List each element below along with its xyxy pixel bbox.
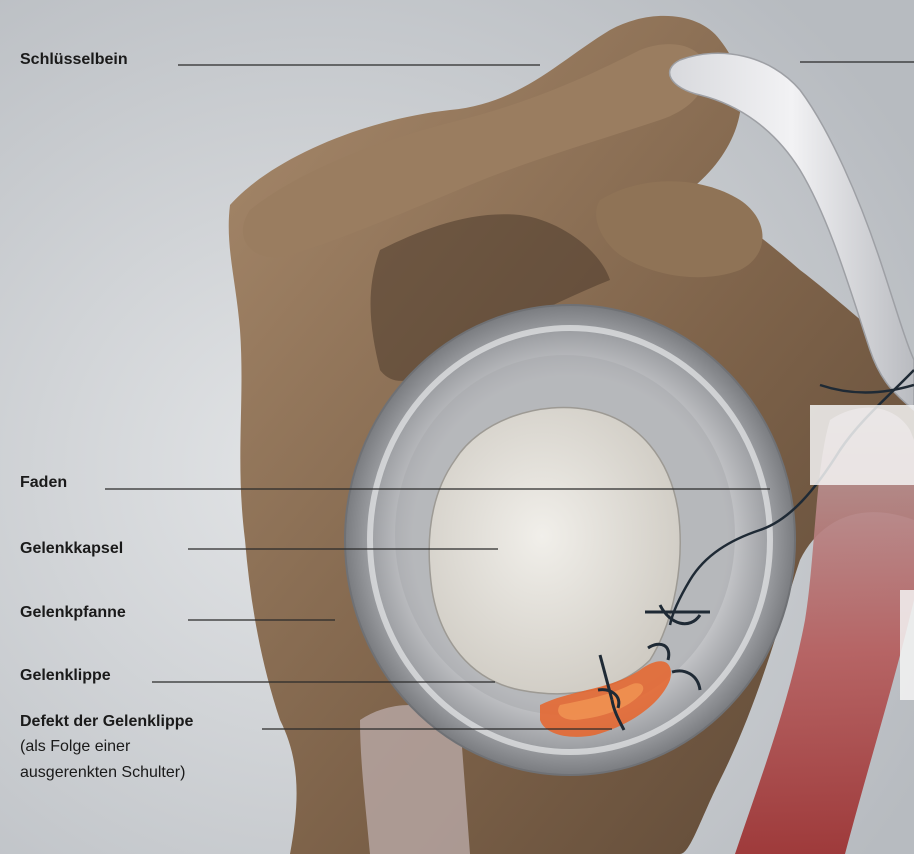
label-clavicle: Schlüsselbein [20,51,128,69]
label-defect-note-2: ausgerenkten Schulter) [20,761,185,784]
label-glenoid: Gelenkpfanne [20,604,126,622]
side-panel-lower [900,590,914,700]
side-panel-upper [810,405,914,485]
glenoid-cartilage [429,407,680,693]
label-capsule: Gelenkkapsel [20,540,123,558]
label-defect: Defekt der Gelenklippe [20,713,193,731]
label-defect-note-1: (als Folge einer [20,735,130,758]
label-labrum: Gelenklippe [20,667,111,685]
label-thread: Faden [20,474,67,492]
